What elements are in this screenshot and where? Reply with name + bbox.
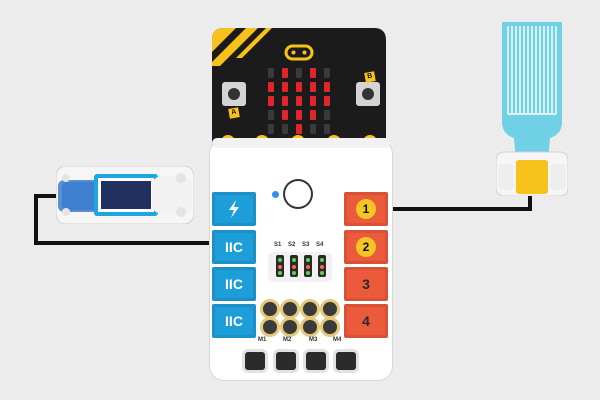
sensor-wire: [388, 190, 532, 211]
port-badge: 1: [356, 199, 376, 219]
bottom-jack[interactable]: [306, 352, 326, 370]
led-off: [296, 68, 302, 78]
led-off: [324, 68, 330, 78]
port-3[interactable]: 3: [344, 267, 388, 301]
iic-port-label: IIC: [225, 313, 243, 329]
led-on: [268, 96, 274, 106]
iic-port-1[interactable]: IIC: [212, 230, 256, 264]
switch-s1[interactable]: [276, 255, 284, 277]
led-on: [282, 96, 288, 106]
power-port[interactable]: [212, 192, 256, 226]
led-off: [324, 110, 330, 120]
led-on: [310, 110, 316, 120]
microbit-button-a[interactable]: [222, 82, 246, 106]
led-on: [296, 124, 302, 134]
iic-port-2[interactable]: IIC: [212, 267, 256, 301]
motor-socket[interactable]: [303, 320, 317, 334]
motor-label: M2: [283, 337, 292, 343]
led-off: [282, 124, 288, 134]
switch-s2[interactable]: [290, 255, 298, 277]
bottom-jack[interactable]: [245, 352, 265, 370]
microbit-label-a: A: [228, 107, 240, 119]
port-4[interactable]: 4: [344, 304, 388, 338]
led-on: [268, 82, 274, 92]
port-1[interactable]: 1: [344, 192, 388, 226]
port-2[interactable]: 2: [344, 230, 388, 264]
switch-label: S1: [274, 242, 282, 248]
led-off: [268, 68, 274, 78]
bottom-jack[interactable]: [276, 352, 296, 370]
led-off: [268, 124, 274, 134]
led-matrix: [268, 68, 330, 134]
water-sensor: [495, 22, 569, 197]
led-on: [324, 96, 330, 106]
motor-label: M3: [309, 337, 318, 343]
led-on: [296, 110, 302, 120]
motor-socket[interactable]: [303, 302, 317, 316]
port-badge: 2: [356, 237, 376, 257]
iic-port-label: IIC: [225, 239, 243, 255]
motor-socket[interactable]: [323, 302, 337, 316]
bottom-jack[interactable]: [336, 352, 356, 370]
switch-label: S3: [302, 242, 310, 248]
led-on: [310, 68, 316, 78]
led-off: [310, 124, 316, 134]
motor-socket[interactable]: [263, 302, 277, 316]
iic-port-label: IIC: [225, 276, 243, 292]
led-off: [324, 124, 330, 134]
led-on: [282, 68, 288, 78]
motor-socket[interactable]: [263, 320, 277, 334]
oled-wire: [34, 194, 212, 245]
microbit-label-b: B: [364, 71, 376, 83]
led-on: [324, 82, 330, 92]
motor-label: M4: [333, 337, 342, 343]
port-label: 4: [362, 313, 370, 329]
oled-module: [55, 165, 195, 225]
board-slot: [212, 138, 390, 148]
led-off: [268, 110, 274, 120]
power-led: [272, 191, 279, 198]
led-on: [310, 82, 316, 92]
motor-socket[interactable]: [283, 320, 297, 334]
motor-socket[interactable]: [283, 302, 297, 316]
port-label: 3: [362, 276, 370, 292]
switch-s4[interactable]: [318, 255, 326, 277]
switch-label: S4: [316, 242, 324, 248]
led-on: [282, 82, 288, 92]
switch-s3[interactable]: [304, 255, 312, 277]
led-on: [296, 82, 302, 92]
led-on: [296, 96, 302, 106]
microbit: A B: [212, 28, 386, 149]
motor-label: M1: [258, 337, 267, 343]
iic-port-3[interactable]: IIC: [212, 304, 256, 338]
board-button[interactable]: [285, 181, 311, 207]
led-on: [310, 96, 316, 106]
microbit-button-b[interactable]: [356, 82, 380, 106]
motor-socket[interactable]: [323, 320, 337, 334]
led-on: [282, 110, 288, 120]
switch-label: S2: [288, 242, 296, 248]
lightning-icon: [229, 200, 239, 218]
